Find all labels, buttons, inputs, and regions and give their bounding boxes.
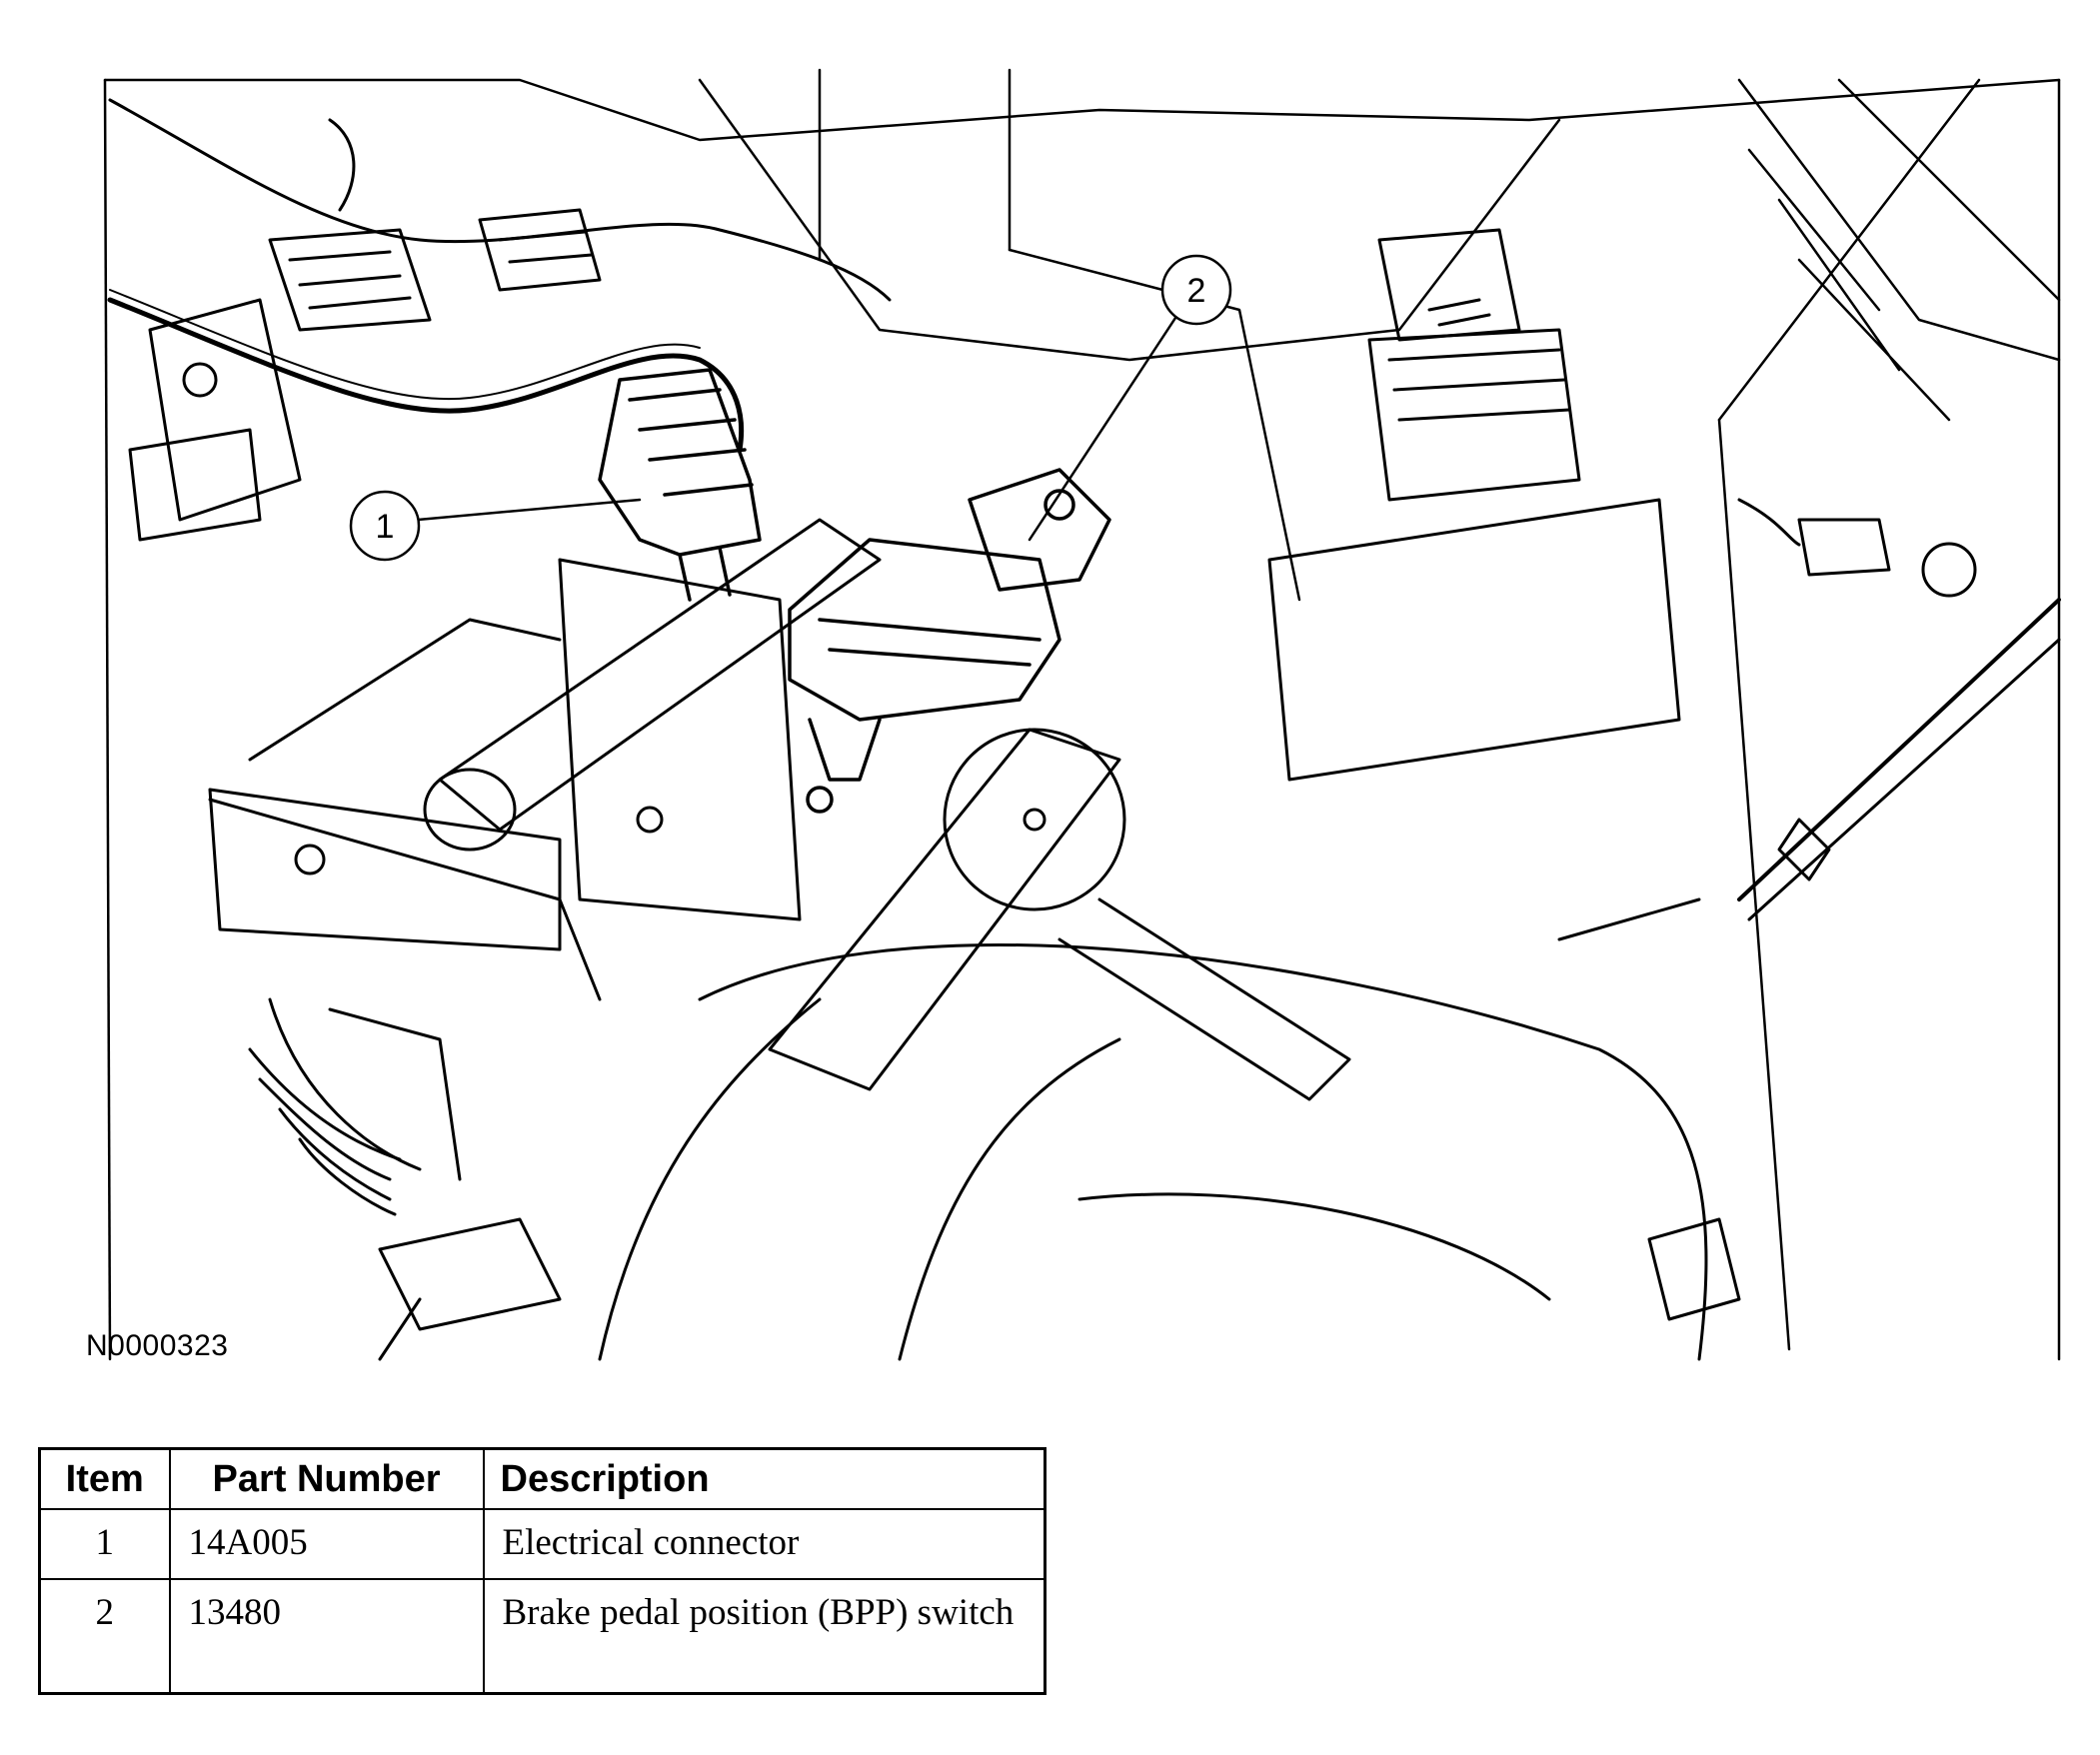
lower-structure: [378, 897, 1741, 1361]
electrical-connector-14A005: [598, 368, 762, 602]
cell-part-number: 14A005: [168, 1507, 485, 1580]
cell-item: 2: [38, 1577, 171, 1694]
table-header-row: Item Part Number Description: [38, 1447, 1047, 1510]
harness-clip: [1737, 498, 1977, 598]
table-row: 2 13480 Brake pedal position (BPP) switc…: [38, 1577, 1047, 1694]
cell-description: Electrical connector: [482, 1507, 1047, 1580]
parts-table: Item Part Number Description 1 14A005 El…: [38, 1447, 1047, 1695]
callout-leaders: [416, 310, 1181, 542]
figure-id: N0000323: [86, 1329, 229, 1362]
bellows-boot: [248, 997, 462, 1216]
callout-circle-1: [349, 490, 421, 562]
booster-pushrod: [208, 518, 882, 1001]
header-description: Description: [482, 1447, 1047, 1510]
wiring-harness: [107, 98, 892, 453]
brake-pedal-position-switch-13480: [788, 468, 1111, 814]
header-part-number: Part Number: [168, 1447, 485, 1510]
mounting-bracket: [208, 558, 802, 951]
right-connector: [1267, 228, 1681, 782]
callout-number-2: 2: [1187, 272, 1206, 310]
pedal-arm: [598, 728, 1351, 1361]
callout-number-1: 1: [376, 508, 395, 546]
table-row: 1 14A005 Electrical connector: [38, 1507, 1047, 1580]
cell-item: 1: [38, 1507, 171, 1580]
cell-part-number: 13480: [168, 1577, 485, 1694]
left-connector-cluster: [128, 208, 602, 542]
header-item: Item: [38, 1447, 171, 1510]
cable: [1737, 598, 2061, 921]
callout-circle-2: [1160, 254, 1232, 326]
firewall-structure: [103, 68, 2061, 1361]
brake-pedal-assembly-illustration: 1 2: [103, 68, 2061, 1361]
cell-description: Brake pedal position (BPP) switch: [482, 1577, 1047, 1694]
